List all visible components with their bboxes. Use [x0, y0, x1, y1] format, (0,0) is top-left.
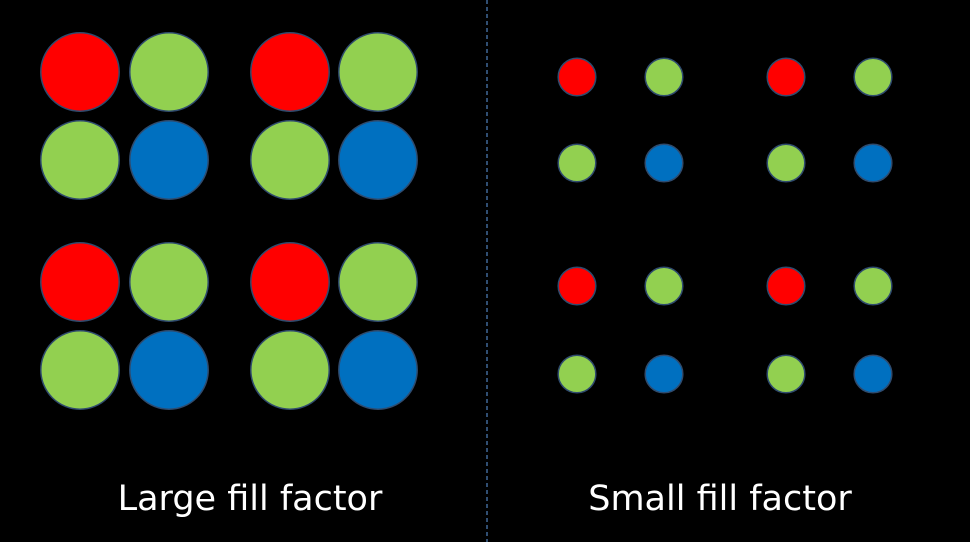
small-pixel-blue	[853, 143, 893, 183]
small-pixel-blue	[853, 354, 893, 394]
large-fill-factor-label: Large fill factor	[117, 479, 383, 519]
small-pixel-green	[766, 354, 806, 394]
large-pixel-red	[40, 32, 120, 112]
large-fill-factor-panel	[40, 32, 418, 410]
small-pixel-green	[557, 354, 597, 394]
large-pixel-green	[40, 120, 120, 200]
large-pixel-green	[129, 32, 209, 112]
small-pixel-green	[853, 57, 893, 97]
small-pixel-green	[557, 143, 597, 183]
large-pixel-blue	[338, 330, 418, 410]
small-pixel-red	[766, 266, 806, 306]
small-fill-factor-panel	[557, 57, 893, 394]
large-pixel-green	[129, 242, 209, 322]
small-fill-factor-label: Small fill factor	[588, 479, 852, 519]
small-pixel-blue	[644, 143, 684, 183]
small-pixel-red	[557, 266, 597, 306]
large-pixel-green	[338, 242, 418, 322]
large-pixel-red	[40, 242, 120, 322]
small-pixel-green	[644, 266, 684, 306]
small-pixel-green	[766, 143, 806, 183]
large-pixel-green	[40, 330, 120, 410]
small-pixel-red	[557, 57, 597, 97]
small-pixel-green	[853, 266, 893, 306]
large-pixel-green	[250, 120, 330, 200]
large-pixel-red	[250, 242, 330, 322]
large-pixel-green	[338, 32, 418, 112]
large-pixel-green	[250, 330, 330, 410]
small-pixel-green	[644, 57, 684, 97]
large-pixel-red	[250, 32, 330, 112]
small-pixel-blue	[644, 354, 684, 394]
large-pixel-blue	[338, 120, 418, 200]
large-pixel-blue	[129, 330, 209, 410]
small-pixel-red	[766, 57, 806, 97]
large-pixel-blue	[129, 120, 209, 200]
